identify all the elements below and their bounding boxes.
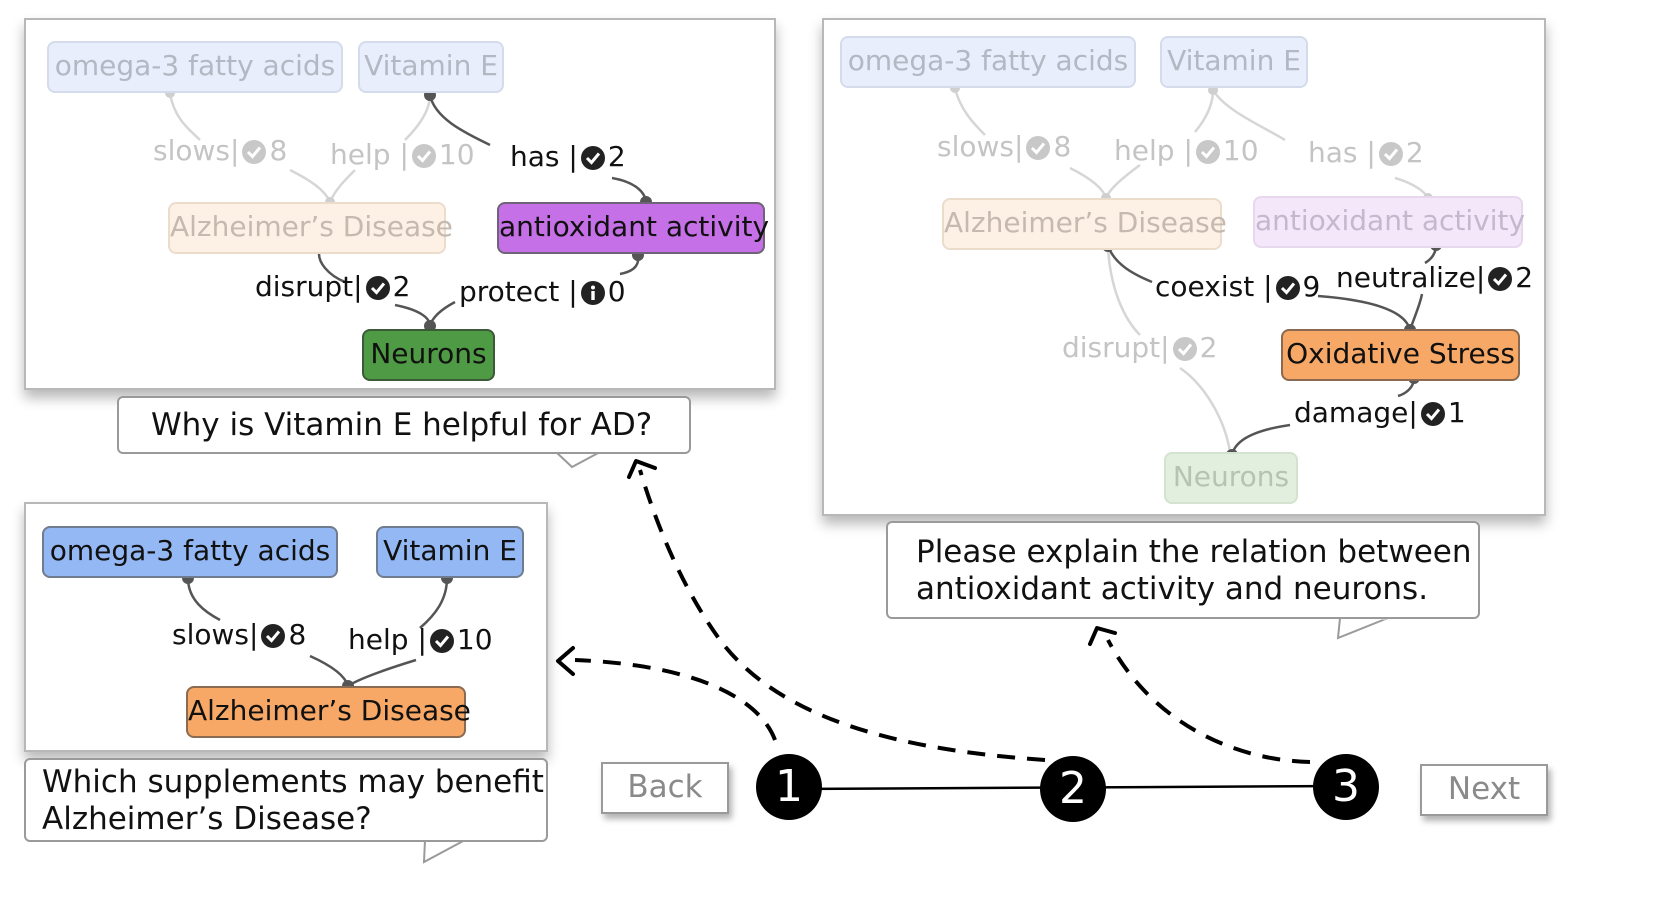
edge-relation: disrupt [255,270,354,303]
node-alzheimers[interactable]: Alzheimer’s Disease [186,686,471,738]
edge-label-disrupt[interactable]: disrupt| 2 [255,270,410,304]
node-oxidative-stress[interactable]: Oxidative Stress [1281,329,1520,381]
edge-label-has[interactable]: has | 2 [1308,136,1424,170]
edge-count: 0 [607,275,626,308]
question-text-line2: Alzheimer’s Disease? [42,801,372,837]
edge-relation: help [330,138,391,171]
node-neurons[interactable]: Neurons [362,329,495,381]
edge-label-help[interactable]: help | 10 [348,623,493,657]
question-text-line1: Please explain the relation between [916,534,1472,570]
edge-count: 8 [1053,130,1072,163]
edge-relation: help [1114,134,1175,167]
edge-count: 10 [438,138,475,171]
question-text-line2: antioxidant activity and neurons. [916,571,1429,607]
edge-relation: neutralize [1336,261,1476,294]
next-button[interactable]: Next [1420,764,1548,816]
separator: | [399,138,409,171]
node-vitamin-e[interactable]: Vitamin E [358,41,504,93]
separator: | [417,623,427,656]
question-bubble-antioxidant: Please explain the relation between anti… [886,521,1480,619]
edge-label-coexist[interactable]: coexist | 9 [1155,270,1320,304]
edge-count: 9 [1302,270,1321,303]
check-badge-icon [580,146,605,170]
separator: | [568,275,578,308]
check-badge-icon [1378,142,1403,166]
separator: | [1475,261,1486,294]
separator: | [1160,331,1170,364]
check-badge-icon [1026,136,1051,160]
edge-label-neutralize[interactable]: neutralize| 2 [1336,261,1533,295]
edge-label-slows[interactable]: slows| 8 [937,130,1071,164]
check-badge-icon [411,144,436,168]
separator: | [230,134,240,167]
edge-label-disrupt[interactable]: disrupt| 2 [1062,331,1217,365]
separator: | [249,618,259,651]
node-antioxidant-activity[interactable]: antioxidant activity [497,202,769,254]
question-bubble-vitamin-e: Why is Vitamin E helpful for AD? [117,396,691,454]
question-bubble-supplements: Which supplements may benefit Alzheimer’… [24,758,548,842]
question-text-line1: Which supplements may benefit [42,764,544,800]
question-text: Why is Vitamin E helpful for AD? [151,407,653,443]
edge-count: 2 [392,270,411,303]
check-badge-icon [242,140,267,164]
back-button[interactable]: Back [601,762,729,814]
edge-label-protect[interactable]: protect | 0 [459,275,626,309]
edge-count: 2 [1515,261,1534,294]
check-badge-icon [1275,276,1300,300]
edge-relation: coexist [1155,270,1255,303]
edge-relation: has [510,140,560,173]
node-omega-3[interactable]: omega-3 fatty acids [47,41,343,93]
graph-panel-antioxidant-neurons [822,18,1546,516]
edge-label-help[interactable]: help | 10 [1114,134,1259,168]
check-badge-icon [261,624,286,648]
check-badge-icon [1172,337,1197,361]
separator: | [1014,130,1024,163]
edge-count: 2 [607,140,626,173]
separator: | [568,140,578,173]
node-vitamin-e[interactable]: Vitamin E [376,526,524,578]
edge-count: 2 [1405,136,1424,169]
edge-label-slows[interactable]: slows| 8 [172,618,306,652]
edge-relation: help [348,623,409,656]
separator: | [353,270,363,303]
node-omega-3[interactable]: omega-3 fatty acids [840,36,1136,88]
edge-count: 2 [1199,331,1218,364]
check-badge-icon [1488,267,1513,291]
node-antioxidant-activity[interactable]: antioxidant activity [1253,196,1525,248]
edge-count: 10 [1222,134,1259,167]
step-1-marker[interactable]: 1 [756,754,822,820]
node-vitamin-e[interactable]: Vitamin E [1160,36,1308,88]
check-badge-icon [1420,402,1445,426]
edge-count: 8 [288,618,307,651]
separator: | [1408,396,1418,429]
edge-relation: slows [153,134,230,167]
edge-label-slows[interactable]: slows| 8 [153,134,287,168]
node-neurons[interactable]: Neurons [1164,452,1298,504]
edge-label-has[interactable]: has | 2 [510,140,626,174]
edge-label-damage[interactable]: damage| 1 [1294,396,1466,430]
node-alzheimers[interactable]: Alzheimer’s Disease [168,202,453,254]
node-alzheimers[interactable]: Alzheimer’s Disease [942,198,1227,250]
info-badge-icon [580,281,605,305]
edge-count: 1 [1447,396,1466,429]
edge-relation: disrupt [1062,331,1161,364]
check-badge-icon [429,629,454,653]
edge-relation: damage [1294,396,1409,429]
edge-relation: slows [172,618,249,651]
edge-count: 10 [456,623,493,656]
edge-relation: protect [459,275,560,308]
separator: | [1183,134,1193,167]
edge-relation: has [1308,136,1358,169]
edge-label-help[interactable]: help | 10 [330,138,475,172]
check-badge-icon [365,276,390,300]
step-2-marker[interactable]: 2 [1040,756,1106,822]
node-omega-3[interactable]: omega-3 fatty acids [42,526,338,578]
check-badge-icon [1195,140,1220,164]
edge-relation: slows [937,130,1014,163]
step-3-marker[interactable]: 3 [1313,754,1379,820]
edge-count: 8 [269,134,288,167]
separator: | [1366,136,1376,169]
separator: | [1263,270,1273,303]
